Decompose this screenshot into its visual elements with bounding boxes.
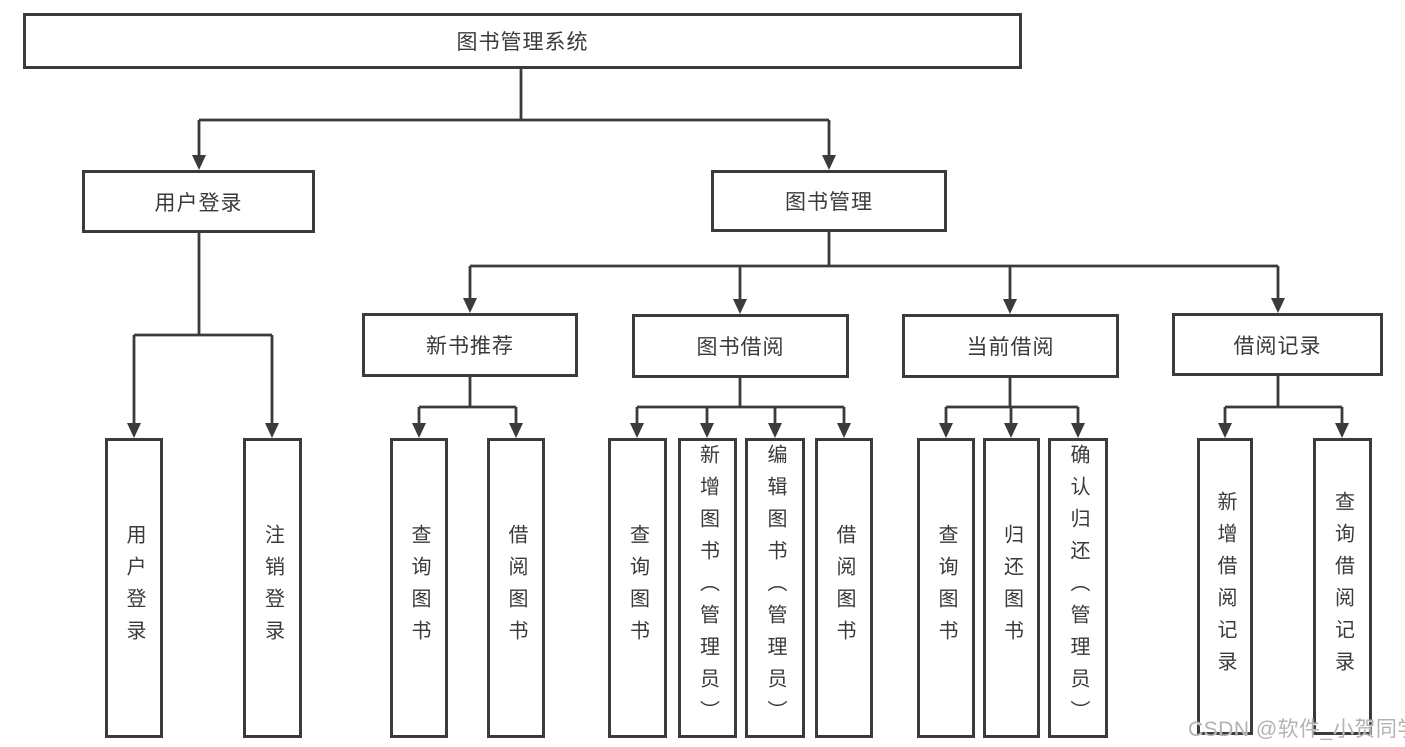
node-book-borrowing: 图书借阅 [632, 314, 849, 378]
arrowhead-icon [939, 423, 1085, 438]
arrowhead-icon [192, 155, 836, 170]
connector-bookmgmt-to-level3 [463, 232, 1285, 314]
leaf-query-books-3: 查询图书 [917, 438, 975, 738]
leaf-label: 查询图书 [408, 524, 430, 652]
leaf-borrow-books-1: 借阅图书 [487, 438, 545, 738]
leaf-borrow-books-2: 借阅图书 [815, 438, 873, 738]
leaf-label: 注销登录 [261, 524, 284, 652]
connector-userlogin-to-leaves [127, 233, 279, 438]
leaf-user-login: 用户登录 [105, 438, 163, 738]
node-borrowing-records: 借阅记录 [1172, 313, 1383, 376]
leaf-label: 新增图书（管理员） [696, 444, 719, 732]
node-root-library-management-system: 图书管理系统 [23, 13, 1022, 69]
node-new-book-recommendation: 新书推荐 [362, 313, 578, 377]
leaf-label: 编辑图书（管理员） [764, 444, 786, 732]
node-current-borrowing: 当前借阅 [902, 314, 1119, 378]
leaf-label: 查询借阅记录 [1331, 490, 1354, 683]
leaf-label: 新增借阅记录 [1214, 490, 1236, 683]
node-user-login: 用户登录 [82, 170, 315, 233]
leaf-logout: 注销登录 [243, 438, 302, 738]
leaf-confirm-return-admin: 确认归还（管理员） [1048, 438, 1108, 738]
leaf-add-books-admin: 新增图书（管理员） [678, 438, 737, 738]
leaf-label: 借阅图书 [505, 524, 527, 652]
arrowhead-icon [1218, 423, 1349, 438]
connector-root-to-level2 [192, 68, 836, 170]
leaf-label: 确认归还（管理员） [1067, 444, 1089, 732]
node-book-management: 图书管理 [711, 170, 947, 232]
leaf-query-borrow-record: 查询借阅记录 [1313, 438, 1372, 735]
leaf-label: 借阅图书 [833, 524, 855, 652]
connector-bookborrow-to-leaves [630, 378, 851, 438]
connector-records-to-leaves [1218, 376, 1349, 438]
arrowhead-icon [127, 423, 279, 438]
leaf-label: 用户登录 [123, 524, 145, 652]
connector-newbook-to-leaves [412, 377, 523, 438]
leaf-query-books-1: 查询图书 [390, 438, 448, 738]
leaf-label: 查询图书 [626, 524, 649, 652]
leaf-label: 查询图书 [935, 524, 957, 652]
leaf-query-books-2: 查询图书 [608, 438, 667, 738]
connector-currentborrow-to-leaves [939, 378, 1085, 438]
csdn-watermark: CSDN @软件_小贺同学 [1188, 718, 1405, 741]
leaf-label: 归还图书 [1000, 524, 1023, 652]
arrowhead-icon [463, 298, 1285, 314]
arrowhead-icon [412, 423, 523, 438]
arrowhead-icon [630, 423, 851, 438]
leaf-edit-books-admin: 编辑图书（管理员） [745, 438, 805, 738]
leaf-return-books: 归还图书 [983, 438, 1040, 738]
leaf-add-borrow-record: 新增借阅记录 [1197, 438, 1253, 735]
